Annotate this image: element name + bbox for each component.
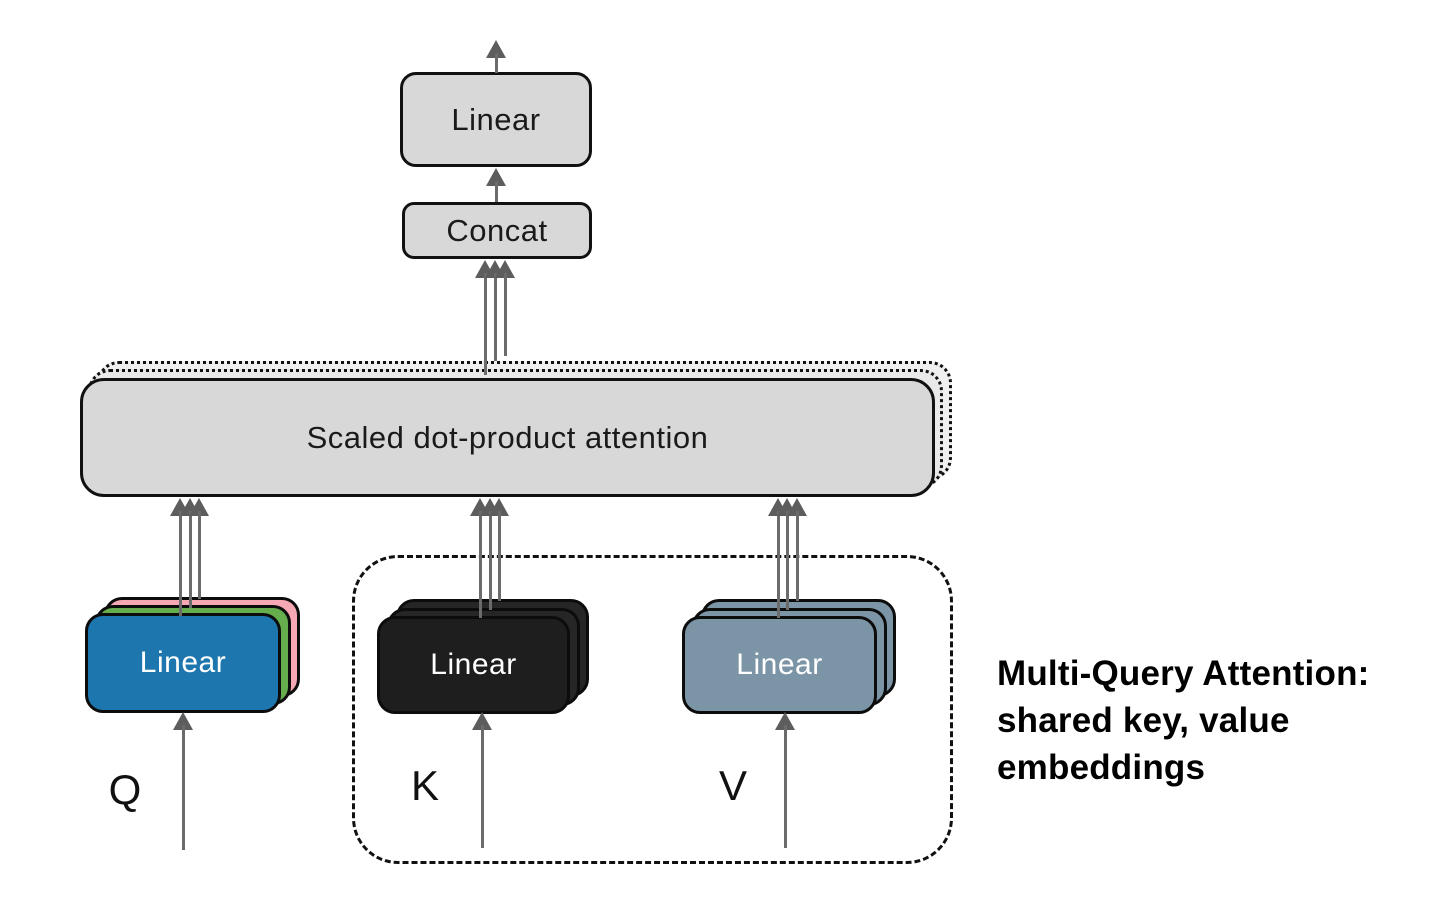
concat-to-linear-arrow-icon xyxy=(485,168,507,202)
value-linear-label: Linear xyxy=(736,648,823,681)
attention-label: Scaled dot-product attention xyxy=(306,419,709,455)
shared-kv-group-outline xyxy=(352,555,953,864)
attention-to-concat-arrow-3-icon xyxy=(494,260,516,356)
key-linear-label: Linear xyxy=(430,648,517,681)
annotation-line-1: Multi-Query Attention: xyxy=(997,654,1370,693)
concat-label: Concat xyxy=(446,212,548,248)
value-linear-block: Linear xyxy=(682,616,877,714)
key-linear-block: Linear xyxy=(377,616,570,714)
query-linear-block: Linear xyxy=(85,613,281,713)
output-linear-label: Linear xyxy=(451,101,541,137)
query-input-arrow-icon xyxy=(172,712,194,850)
concat-block: Concat xyxy=(402,202,592,259)
value-input-label: V xyxy=(718,762,747,809)
annotation-line-3: embeddings xyxy=(997,748,1206,787)
attention-block: Scaled dot-product attention xyxy=(80,378,935,497)
query-linear-label: Linear xyxy=(139,646,227,679)
key-to-attention-arrow-3-icon xyxy=(488,498,510,601)
annotation-text: Multi-Query Attention: shared key, value… xyxy=(997,650,1448,791)
key-input-arrow-icon xyxy=(471,712,493,848)
value-to-attention-arrow-3-icon xyxy=(786,498,808,601)
value-input-arrow-icon xyxy=(774,712,796,848)
key-input-label: K xyxy=(410,762,439,809)
output-arrow-icon xyxy=(485,40,507,73)
query-to-attention-arrow-3-icon xyxy=(188,498,210,599)
output-linear-block: Linear xyxy=(400,72,592,167)
query-input-label: Q xyxy=(108,766,142,813)
annotation-line-2: shared key, value xyxy=(997,701,1290,740)
